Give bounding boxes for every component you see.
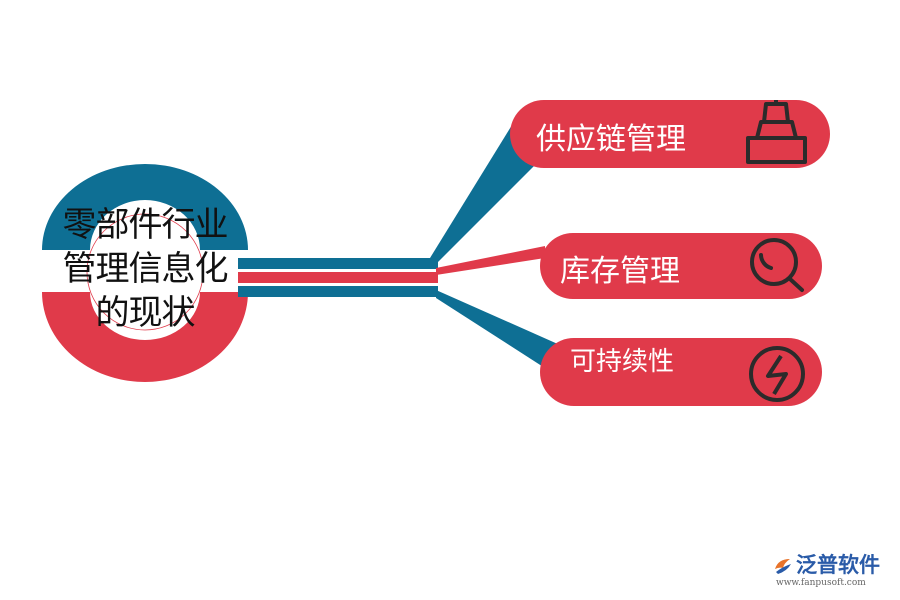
center-ring-bottom — [42, 292, 248, 382]
brand-watermark: 泛普软件 www.fanpusoft.com — [770, 552, 895, 588]
branch-wedge-inventory — [436, 246, 545, 275]
connector-bar-bottom — [238, 286, 438, 297]
node-label-sustain: 可持续性 — [570, 347, 675, 377]
search-icon — [750, 238, 804, 292]
center-title: 零部件行业 管理信息化 的现状 — [40, 203, 250, 335]
node-pill-sustain[interactable] — [540, 338, 822, 406]
node-label-supply: 供应链管理 — [536, 122, 686, 157]
node-pill-inventory[interactable] — [540, 233, 822, 299]
connector-bar-top — [238, 258, 438, 269]
connector-bar-mid — [238, 272, 438, 283]
brand-url: www.fanpusoft.com — [776, 578, 866, 588]
center-title-line-1: 零部件行业 — [62, 205, 229, 245]
center-title-line-3: 的现状 — [95, 293, 196, 333]
center-ring-top — [42, 164, 248, 250]
brand-name: 泛普软件 — [796, 553, 880, 577]
node-label-inventory: 库存管理 — [560, 254, 680, 289]
lightning-icon — [749, 346, 805, 402]
shop-icon — [746, 100, 807, 164]
branch-wedge-supply — [430, 112, 540, 262]
branch-wedge-sustain — [436, 290, 560, 370]
center-title-line-2: 管理信息化 — [62, 249, 229, 289]
brand-logo-icon — [775, 559, 791, 574]
center-ring-thin-outline — [86, 213, 204, 331]
